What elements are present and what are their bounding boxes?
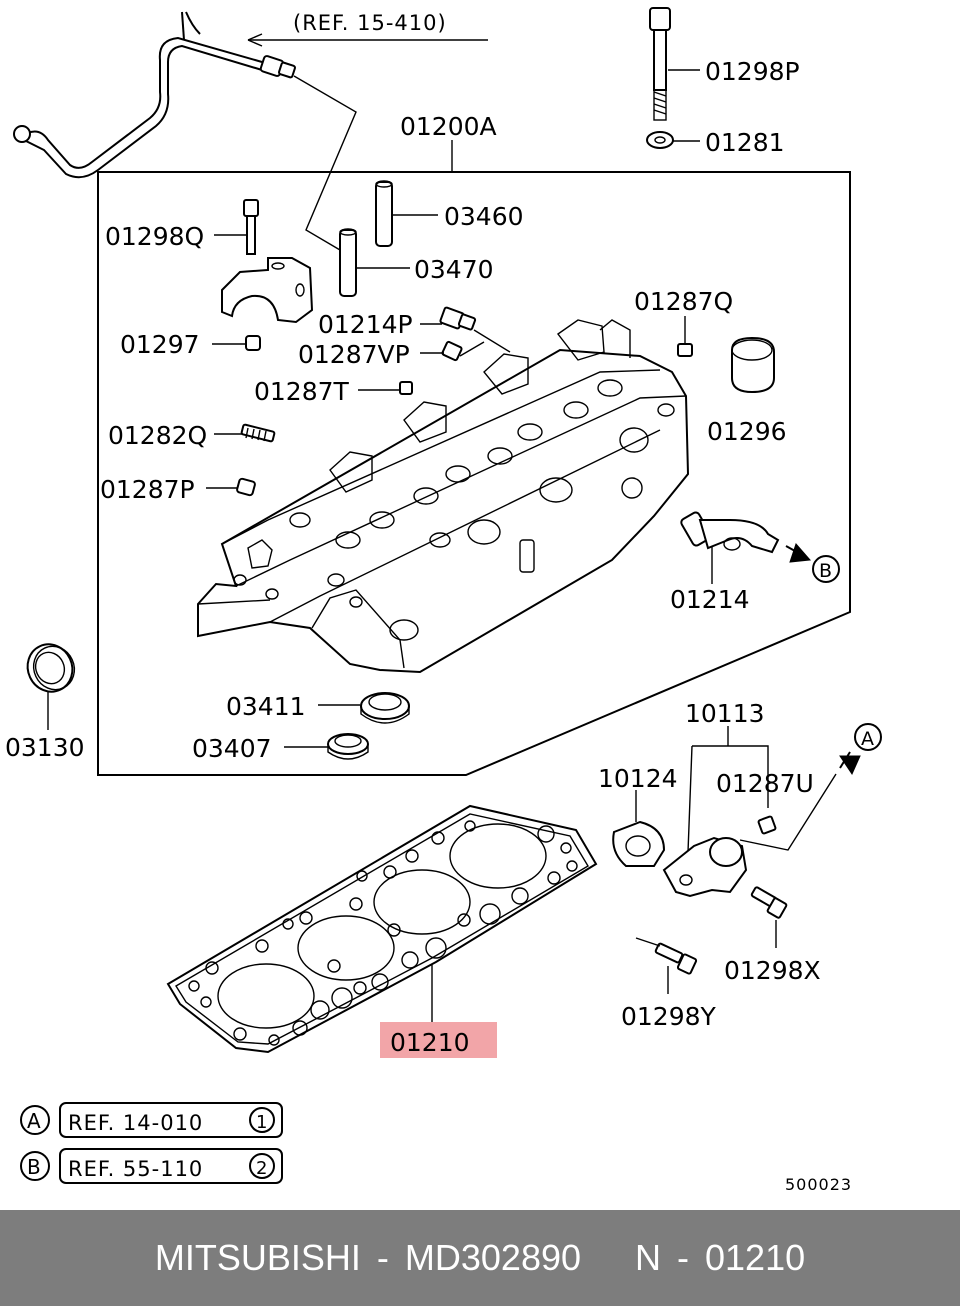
callout-01287Q: 01287Q bbox=[634, 287, 733, 316]
legend-num-a: 1 bbox=[256, 1112, 267, 1133]
callout-01298X: 01298X bbox=[724, 956, 821, 985]
outlet-gasket-illustration bbox=[612, 820, 666, 867]
callout-03470: 03470 bbox=[414, 255, 494, 284]
legend-ref-a: REF. 14-010 bbox=[68, 1111, 203, 1135]
cylinder-head-illustration bbox=[197, 319, 690, 674]
valve-guide-illustration bbox=[339, 180, 393, 297]
stud-illustration bbox=[240, 423, 276, 443]
callout-03130: 03130 bbox=[5, 733, 85, 762]
oil-seal-illustration bbox=[26, 643, 76, 693]
cap-bolt-illustration bbox=[243, 199, 259, 255]
callout-01287P: 01287P bbox=[100, 475, 195, 504]
hose-fitting-illustration bbox=[680, 511, 780, 554]
legend-row-b: B REF. 55-110 2 bbox=[20, 1148, 283, 1184]
footer-separator-2: - bbox=[677, 1237, 690, 1278]
callout-01298P: 01298P bbox=[705, 57, 800, 86]
footer-prefix: N bbox=[635, 1237, 662, 1278]
diagram-code: 500023 bbox=[785, 1175, 852, 1194]
water-outlet-illustration bbox=[662, 836, 748, 898]
legend-row-a: A REF. 14-010 1 bbox=[20, 1102, 283, 1138]
plug-01214P-illustration bbox=[439, 306, 477, 331]
seal-03407-illustration bbox=[327, 733, 369, 760]
footer-part-number: MD302890 bbox=[404, 1237, 582, 1278]
head-gasket-illustration bbox=[166, 804, 598, 1054]
part-number-footer: MITSUBISHI - MD302890 N - 01210 bbox=[0, 1210, 960, 1306]
callout-01297: 01297 bbox=[120, 330, 200, 359]
footer-ref-number: 01210 bbox=[705, 1237, 806, 1278]
highlight-box bbox=[380, 1022, 497, 1058]
plug-01287P-illustration bbox=[236, 477, 256, 497]
callout-10113: 10113 bbox=[685, 699, 765, 728]
footer-separator: - bbox=[376, 1237, 389, 1278]
legend-num-b: 2 bbox=[256, 1158, 267, 1179]
legend-ref-b: REF. 55-110 bbox=[68, 1157, 203, 1181]
callout-03460: 03460 bbox=[444, 202, 524, 231]
washer-illustration bbox=[646, 131, 674, 149]
callout-01210: 01210 bbox=[390, 1028, 470, 1057]
seal-03411-illustration bbox=[360, 692, 410, 724]
cup-plug-illustration bbox=[731, 336, 775, 394]
callout-01296: 01296 bbox=[707, 417, 787, 446]
bolt-01298X-illustration bbox=[750, 886, 788, 919]
dowel-pin-illustration bbox=[245, 335, 261, 351]
callout-01200A: 01200A bbox=[400, 112, 497, 141]
callout-03407: 03407 bbox=[192, 734, 272, 763]
marker-b-diagram: B bbox=[819, 560, 832, 582]
footer-brand: MITSUBISHI bbox=[154, 1237, 361, 1278]
assembly-frame bbox=[97, 171, 851, 776]
ref-15-410-label: (REF. 15-410) bbox=[293, 11, 447, 35]
bearing-cap-illustration bbox=[221, 257, 314, 324]
plug-01287VP-illustration bbox=[441, 340, 463, 362]
callout-10124: 10124 bbox=[598, 764, 678, 793]
return-pipe-illustration bbox=[13, 11, 296, 179]
callout-01298Q: 01298Q bbox=[105, 222, 204, 251]
callout-01287VP: 01287VP bbox=[298, 340, 410, 369]
callout-03411: 03411 bbox=[226, 692, 306, 721]
legend-marker-b: B bbox=[27, 1155, 41, 1179]
callout-01287U: 01287U bbox=[716, 769, 814, 798]
marker-a-diagram: A bbox=[861, 728, 874, 750]
parts-diagram: (REF. 15-410) 01298P 01281 01200A 03460 … bbox=[5, 7, 882, 1194]
callout-01282Q: 01282Q bbox=[108, 421, 207, 450]
plug-01287T-illustration bbox=[399, 381, 413, 395]
callout-01281: 01281 bbox=[705, 128, 785, 157]
plug-01287Q-illustration bbox=[677, 343, 693, 357]
callout-01214: 01214 bbox=[670, 585, 750, 614]
callout-01214P: 01214P bbox=[318, 310, 413, 339]
head-bolt-illustration bbox=[649, 7, 671, 121]
bolt-01298Y-illustration bbox=[654, 942, 698, 975]
callout-01287T: 01287T bbox=[254, 377, 350, 406]
plug-01287U-illustration bbox=[757, 815, 777, 835]
legend-marker-a: A bbox=[27, 1109, 41, 1133]
callout-01298Y: 01298Y bbox=[621, 1002, 717, 1031]
